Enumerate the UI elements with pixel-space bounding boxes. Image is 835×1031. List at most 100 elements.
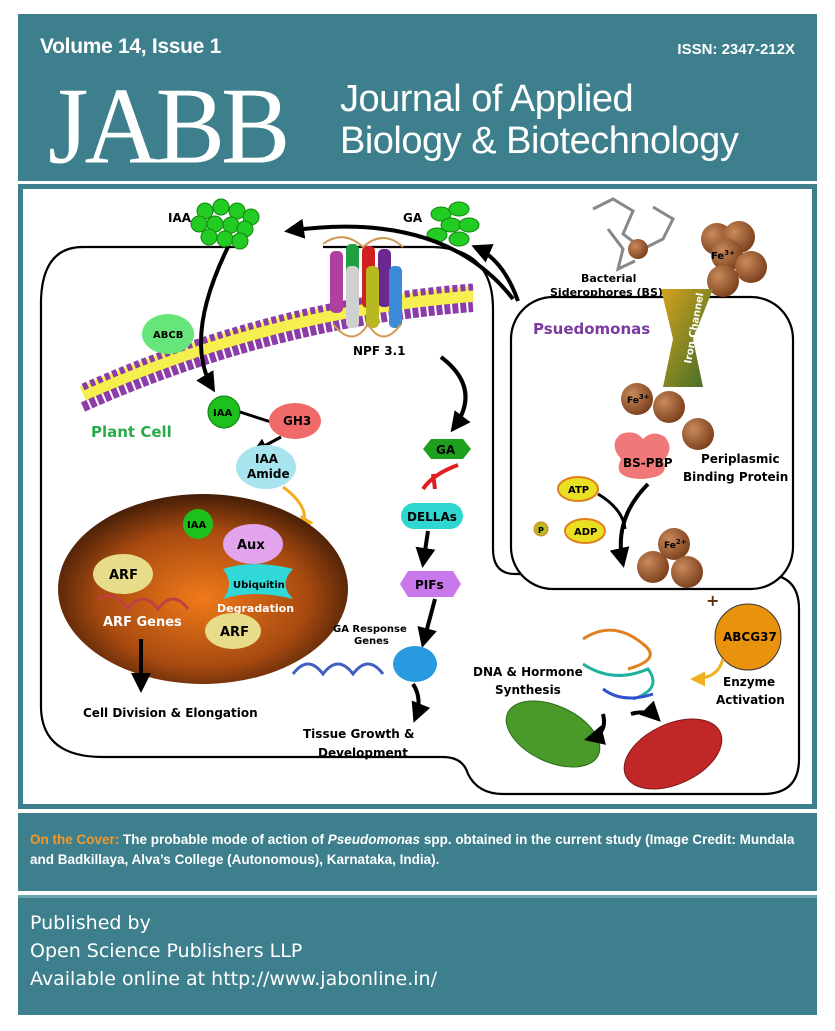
arrow-npf-ga <box>439 355 471 433</box>
npf-transporter <box>322 236 404 338</box>
degradation-label: Degradation <box>217 602 294 615</box>
adp-label: ADP <box>574 527 597 538</box>
gh3-label: GH3 <box>283 414 311 428</box>
fe3-inside <box>621 383 714 450</box>
iaa-inner-label: IAA <box>213 408 232 419</box>
journal-title-line1: Journal of Applied <box>340 78 634 120</box>
pifs-node <box>400 571 461 597</box>
phosphate-node <box>533 521 549 537</box>
mitochondrion-icon <box>623 718 723 790</box>
iaa-top-label: IAA <box>168 211 192 225</box>
pseudomonas-label: Psuedomonas <box>533 320 650 338</box>
bacterial-label-1: Bacterial <box>581 272 636 285</box>
fe3-cluster-outside <box>701 221 767 297</box>
tissue-label-2: Development <box>318 746 408 760</box>
plant-cell-outline <box>39 245 801 796</box>
journal-title-line2: Biology & Biotechnology <box>340 120 739 162</box>
ubiquitin-label: Ubiquitin <box>233 580 285 591</box>
fe3-label-inside: Fe3+ <box>627 393 650 406</box>
cell-division-label: Cell Division & Elongation <box>83 706 258 720</box>
periplasmic-label-2: Binding Protein <box>683 470 788 484</box>
abcb-label: ABCB <box>153 330 183 341</box>
gh3-enzyme <box>269 403 321 439</box>
iaa-amide-node <box>236 445 296 489</box>
journal-title: Journal of Applied Biology & Biotechnolo… <box>340 78 739 162</box>
mechanism-diagram: NPF 3.1 IAA GA ABCB Plant Cell <box>39 197 801 796</box>
aux-protein <box>223 524 283 564</box>
fe2-cluster <box>637 528 703 588</box>
connector-iaa-gh3 <box>239 410 272 424</box>
caption-italic: Pseudomonas <box>327 832 421 847</box>
caption-text: On the Cover: The probable mode of actio… <box>30 830 805 870</box>
atp-node <box>557 476 599 502</box>
arf-genes-label: ARF Genes <box>103 615 182 630</box>
dellas-label: DELLAs <box>407 510 457 524</box>
arrow-atp-adp <box>597 492 627 530</box>
dna-helix-icon <box>97 594 190 612</box>
abcg37-label: ABCG37 <box>723 630 777 644</box>
inhibition-icon <box>421 463 459 491</box>
iaa-molecules-icon <box>190 198 260 250</box>
enzyme-label-1: Enzyme <box>723 675 775 689</box>
arrow-tissue <box>411 682 431 723</box>
dna-hormone-label-1: DNA & Hormone <box>473 665 583 679</box>
ga-response-label-2: Genes <box>354 636 389 647</box>
website-link[interactable]: Available online at http://www.jabonline… <box>30 968 437 990</box>
periplasmic-label-1: Periplasmic <box>701 452 780 466</box>
dna-hormone-label-2: Synthesis <box>495 683 561 697</box>
abcg37-node <box>714 603 782 671</box>
ga-top-label: GA <box>403 211 423 225</box>
nucleosome-icon <box>393 646 437 682</box>
fe3-label-outside: Fe3+ <box>711 249 735 262</box>
ubiquitin-protein <box>223 564 293 599</box>
publisher-name: Open Science Publishers LLP <box>30 940 303 962</box>
cover-header: Volume 14, Issue 1 ISSN: 2347-212X JABB … <box>18 14 817 181</box>
volume-issue: Volume 14, Issue 1 <box>40 35 221 58</box>
enzyme-structure-icon <box>582 628 655 701</box>
abcb-protein <box>142 314 194 354</box>
fe2-label: Fe2+ <box>664 538 687 551</box>
ga-response-label-1: GA Response <box>333 624 407 635</box>
iron-channel <box>661 289 713 387</box>
dna-helix-genes-icon <box>291 662 385 677</box>
arrow-pifs-genes <box>417 598 437 648</box>
plant-cell-label: Plant Cell <box>91 423 172 441</box>
bs-pbp-label: BS-PBP <box>623 456 673 470</box>
arrow-to-ga <box>471 244 520 302</box>
arf-top-label: ARF <box>109 568 138 583</box>
arrow-to-chloroplast <box>584 713 606 745</box>
caption-part-1: The probable mode of action of <box>119 832 328 847</box>
tissue-label-1: Tissue Growth & <box>303 727 414 741</box>
siderophore-molecule-icon <box>592 197 675 272</box>
aux-label: Aux <box>237 538 265 553</box>
arrow-dellas-pifs <box>415 530 436 568</box>
npf-label: NPF 3.1 <box>353 344 405 358</box>
atp-label: ATP <box>568 485 589 496</box>
enzyme-label-2: Activation <box>716 693 785 707</box>
arf-top-node <box>93 554 153 594</box>
cover-caption: On the Cover: The probable mode of actio… <box>18 813 817 891</box>
bs-pbp-protein <box>614 432 670 479</box>
publisher-footer: Published by Open Science Publishers LLP… <box>18 895 817 1015</box>
arrow-to-iaa <box>284 218 515 301</box>
ga-inner-label: GA <box>436 443 456 457</box>
iaa-nucleus-label: IAA <box>187 520 206 531</box>
caption-lead: On the Cover: <box>30 832 120 847</box>
phosphate-label: P <box>538 526 544 535</box>
pifs-label: PIFs <box>415 578 444 592</box>
iaa-amide-label-1: IAA <box>255 452 279 466</box>
arrow-iaa-in <box>196 246 230 393</box>
dellas-node <box>401 503 463 529</box>
arrow-enzyme <box>690 658 725 687</box>
arf-bottom-node <box>205 613 261 649</box>
ga-inner-node <box>423 439 471 459</box>
journal-logo: JABB <box>48 65 290 187</box>
siderophore-iron-icon <box>628 239 648 259</box>
chloroplast-icon <box>505 700 601 768</box>
arrow-to-mitochondrion <box>630 700 661 722</box>
issn: ISSN: 2347-212X <box>677 41 795 58</box>
caption-part-2: spp. obtained in the current study (Imag… <box>30 832 795 867</box>
cover-figure-frame: NPF 3.1 IAA GA ABCB Plant Cell <box>18 184 817 809</box>
plus-icon: + <box>706 591 719 610</box>
published-by: Published by <box>30 912 151 934</box>
